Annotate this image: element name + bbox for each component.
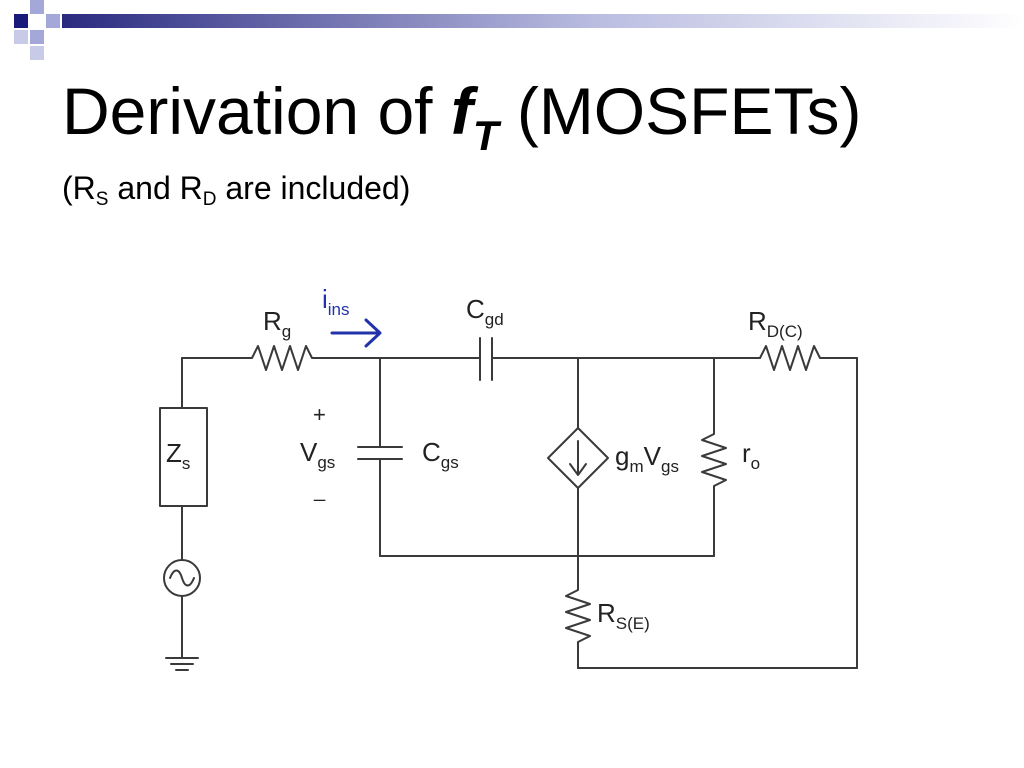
ro-resistor [701, 427, 727, 493]
label-plus: + [313, 402, 326, 427]
label-vgs: Vgs [300, 437, 335, 472]
label-cgd: Cgd [466, 294, 504, 329]
iins-arrow-head [364, 318, 382, 348]
slide-header-decoration [14, 0, 1024, 60]
decor-square-light-4 [14, 30, 28, 44]
decor-square-light-1 [30, 0, 44, 14]
rg-resistor [243, 345, 321, 371]
slide-title: Derivation of fT (MOSFETs) [62, 78, 861, 157]
label-minus: _ [313, 480, 326, 502]
decor-square-light-5 [30, 46, 44, 60]
label-zs: Zs [166, 438, 190, 473]
label-rdc: RD(C) [748, 306, 803, 341]
ac-source-sine [169, 569, 195, 587]
decor-square-light-2 [46, 14, 60, 28]
gm-arrow-head [569, 463, 587, 476]
label-rse: RS(E) [597, 598, 650, 633]
title-ft-symbol: fT [450, 74, 499, 159]
header-gradient-bar [62, 14, 1024, 28]
label-rg: Rg [263, 306, 291, 341]
label-ro: ro [742, 438, 760, 473]
decor-square-navy-1 [14, 14, 28, 28]
rse-resistor [565, 582, 591, 649]
rdc-resistor [751, 345, 829, 371]
zs-impedance-box [159, 407, 208, 507]
title-text: Derivation of [62, 74, 451, 148]
label-iins: iins [322, 284, 350, 319]
title-suffix: (MOSFETs) [498, 74, 862, 148]
label-cgs: Cgs [422, 437, 459, 472]
slide-subtitle: (RS and RD are included) [62, 170, 411, 210]
label-gm-vgs: gmVgs [615, 441, 679, 476]
decor-square-light-3 [30, 30, 44, 44]
